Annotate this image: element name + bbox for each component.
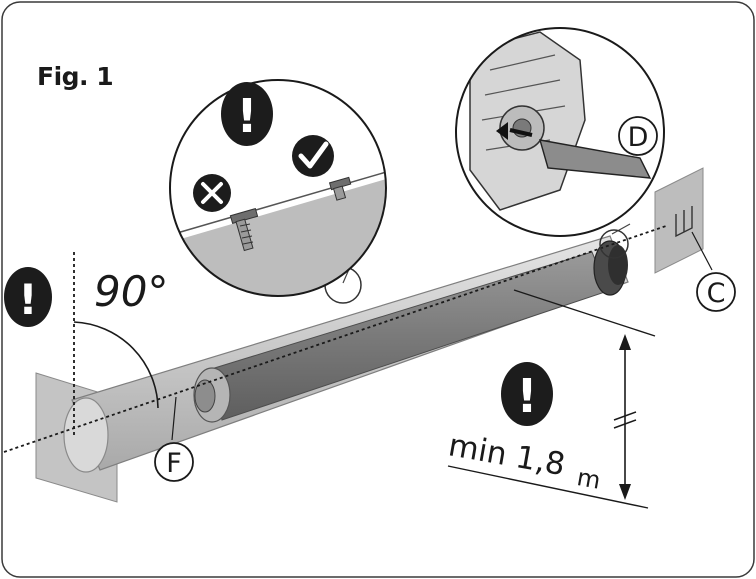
tubular-motor <box>193 240 628 423</box>
svg-text:!: ! <box>237 89 258 143</box>
zoom-adapter-detail <box>455 27 665 259</box>
svg-text:D: D <box>628 122 649 153</box>
exclamation-icon: ! <box>221 82 273 146</box>
screw-icon <box>229 207 259 252</box>
axis-line <box>3 225 667 453</box>
callout-c: C <box>691 231 736 312</box>
angle-arc <box>73 321 159 409</box>
svg-text:!: ! <box>517 369 538 423</box>
distance-unit: m <box>575 463 603 495</box>
cross-icon <box>193 174 231 212</box>
right-wall-plate <box>654 167 704 274</box>
screw-icon <box>328 176 352 201</box>
svg-text:C: C <box>707 278 726 309</box>
callout-f: F <box>154 396 194 482</box>
exclamation-icon: ! <box>4 267 52 327</box>
height-dimension <box>447 289 656 509</box>
checkmark-icon <box>292 135 334 177</box>
exclamation-icon: ! <box>501 362 553 426</box>
zoom-screw-detail: ! <box>169 79 387 304</box>
angle-label: 90° <box>94 267 168 316</box>
svg-text:F: F <box>166 448 182 479</box>
svg-text:!: ! <box>18 275 37 324</box>
wall-bracket <box>675 206 693 238</box>
callout-d: D <box>618 116 658 156</box>
figure-label: Fig. 1 <box>37 62 114 91</box>
